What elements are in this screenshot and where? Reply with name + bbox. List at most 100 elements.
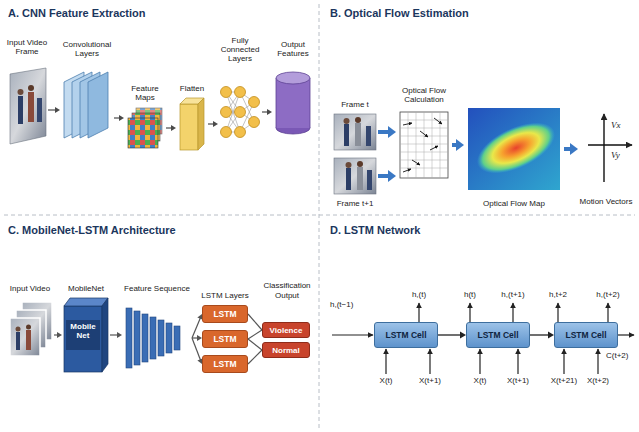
connector-line	[192, 338, 201, 360]
lstm-wire	[618, 334, 634, 335]
figure-node: Feature Maps	[124, 84, 166, 152]
annotation-label: h,(t+2)	[588, 290, 628, 300]
box-label: Violence	[270, 326, 303, 335]
connector	[530, 332, 554, 339]
process-box: LSTM Cell	[466, 322, 530, 348]
connector-line	[530, 334, 549, 335]
video-frame-illustration	[28, 85, 34, 91]
annotation-label: Vx	[611, 120, 631, 131]
connector-line	[248, 339, 262, 350]
lstm-wire	[557, 303, 558, 322]
figure-node: Input Video	[6, 284, 54, 364]
video-frame-illustration	[18, 89, 24, 95]
conv-layer-stack	[88, 72, 108, 138]
arrow-head	[388, 126, 396, 138]
flow-grid	[434, 118, 442, 124]
feature-sequence-bars	[174, 326, 180, 350]
motion-axes	[588, 144, 632, 145]
connector	[564, 143, 578, 155]
panel-divider	[319, 4, 320, 428]
connector-line	[248, 314, 262, 330]
process-box: LSTM Cell	[374, 322, 438, 348]
figure-node: Frame t	[332, 100, 378, 152]
frame-image	[334, 114, 376, 194]
figure-heading: Frame t+1	[332, 199, 378, 208]
arrow-head	[55, 107, 60, 113]
panel-title: C. MobileNet-LSTM Architecture	[8, 224, 308, 237]
arrow-head	[57, 332, 62, 338]
box-label: LSTM	[213, 309, 236, 319]
figure-node: Motion Vectors	[578, 106, 634, 206]
dense-network	[221, 127, 232, 138]
connector	[378, 170, 396, 182]
figure-heading: Convolutional Layers	[60, 40, 114, 58]
flow-heatmap	[468, 108, 563, 190]
arrow-head	[267, 109, 272, 115]
connector	[248, 314, 262, 330]
flow-grid	[400, 112, 448, 178]
figure-node: Feature Sequence	[122, 284, 192, 372]
flow-grid	[420, 131, 428, 137]
connector-line	[248, 330, 262, 339]
box-label: LSTM	[213, 334, 236, 344]
motion-axes	[588, 114, 632, 182]
connector-line	[248, 350, 262, 364]
output-cylinder	[276, 78, 310, 128]
video-frame-illustration	[37, 98, 42, 122]
feature-map-grid	[128, 118, 158, 148]
feature-sequence-bars	[142, 314, 148, 362]
dense-network	[221, 87, 260, 138]
annotation-label: X(t+2)	[583, 376, 613, 386]
lstm-wire	[479, 349, 480, 374]
figure-node: Flatten	[176, 84, 208, 152]
flow-grid	[400, 128, 448, 129]
connector	[208, 121, 218, 127]
connector-line	[48, 109, 56, 110]
annotation-label: X(t)	[466, 376, 494, 386]
connector	[110, 332, 122, 338]
process-box: Normal	[262, 342, 310, 358]
connector	[452, 139, 464, 151]
feature-sequence-bars	[126, 308, 180, 368]
video-stack	[26, 330, 31, 350]
figure-heading: Motion Vectors	[578, 197, 634, 206]
flatten-prism	[198, 98, 204, 150]
connector	[378, 126, 396, 138]
flow-grid	[430, 146, 438, 150]
process-box: LSTM	[202, 330, 248, 348]
figure-node: Output Features	[272, 40, 314, 138]
annotation-label: Classification Output	[256, 281, 318, 300]
connector	[262, 109, 272, 115]
annotation-label: X(t+21)	[546, 376, 582, 386]
lstm-wire	[429, 349, 430, 374]
dense-network	[235, 107, 246, 118]
figure-heading: Optical Flow Calculation	[396, 86, 452, 104]
process-box: LSTM Cell	[554, 322, 618, 348]
dense-network	[235, 87, 246, 98]
lstm-wire	[385, 349, 386, 374]
figure-heading: Feature Sequence	[122, 284, 192, 293]
feature-sequence-bars	[126, 308, 132, 368]
annotation-label: Vy	[611, 150, 631, 161]
box-label: LSTM Cell	[565, 330, 606, 340]
arrow-head	[117, 332, 122, 338]
frame-image	[366, 126, 371, 146]
frame-image	[357, 167, 363, 190]
video-frame-illustration	[28, 92, 34, 122]
output-cylinder	[276, 78, 277, 128]
figure-node: MobileNetMobile Net	[62, 284, 110, 376]
frame-image	[334, 158, 376, 194]
lstm-wire	[517, 349, 518, 374]
annotation-label: C(t+2)	[606, 351, 636, 361]
flow-grid	[403, 169, 411, 172]
flow-grid	[403, 123, 412, 125]
dense-network	[221, 87, 232, 98]
process-box: Violence	[262, 322, 310, 338]
frame-image	[367, 170, 372, 190]
connector-line	[192, 318, 200, 338]
conv-layer-stack	[64, 72, 108, 138]
frame-image	[355, 117, 361, 123]
lstm-wire	[469, 303, 470, 322]
